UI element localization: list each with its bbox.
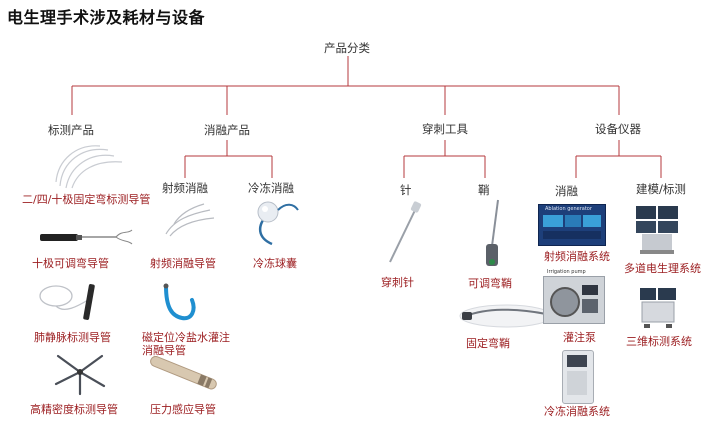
multichannel-ep-image bbox=[636, 206, 678, 254]
item-steerable-sheath: 可调弯鞘 bbox=[468, 277, 512, 290]
irrigation-pump-image: Irrigation pump bbox=[543, 269, 605, 324]
subcategory-sheath: 鞘 bbox=[478, 183, 490, 197]
subcategory-needle: 针 bbox=[400, 183, 412, 197]
pressure-catheter-image bbox=[150, 356, 217, 390]
puncture-needle-image bbox=[389, 201, 422, 263]
item-magnetic-irrigated-catheter-line2: 消融导管 bbox=[142, 344, 186, 357]
item-cryo-ablation-system: 冷冻消融系统 bbox=[544, 405, 610, 418]
subcategory-ablation-equipment: 消融 bbox=[555, 184, 578, 198]
category-ablation: 消融产品 bbox=[204, 123, 250, 137]
magnetic-irrigated-catheter-image bbox=[163, 283, 196, 321]
rf-generator-caption: Ablation generator bbox=[545, 206, 592, 212]
3d-mapping-image bbox=[640, 288, 676, 328]
item-pressure-catheter: 压力感应导管 bbox=[150, 403, 216, 416]
fixed-curve-catheter-image bbox=[55, 145, 123, 189]
subcategory-modeling: 建模/标测 bbox=[636, 182, 686, 196]
subcategory-rf-ablation: 射频消融 bbox=[162, 181, 208, 195]
rf-catheter-image bbox=[165, 203, 215, 237]
fixed-sheath-image bbox=[459, 304, 553, 328]
subcategory-cryo-ablation: 冷冻消融 bbox=[248, 181, 294, 195]
item-pv-mapping-catheter: 肺静脉标测导管 bbox=[34, 331, 111, 344]
hd-mapping-catheter-image bbox=[54, 354, 106, 396]
item-hd-mapping-catheter: 高精密度标测导管 bbox=[30, 403, 118, 416]
item-puncture-needle: 穿刺针 bbox=[381, 276, 414, 289]
cryo-balloon-image bbox=[257, 201, 299, 246]
irrigation-pump-caption: Irrigation pump bbox=[547, 269, 586, 275]
steerable-catheter-image bbox=[40, 229, 133, 245]
steerable-sheath-image bbox=[486, 199, 499, 266]
cryo-system-image bbox=[562, 350, 594, 404]
rf-generator-image: Ablation generator bbox=[538, 204, 606, 246]
diagram-title: 电生理手术涉及耗材与设备 bbox=[7, 8, 206, 27]
pv-mapping-catheter-image bbox=[39, 284, 95, 320]
item-fixed-sheath: 固定弯鞘 bbox=[466, 337, 510, 350]
item-deca-steerable-catheter: 十极可调弯导管 bbox=[32, 257, 109, 270]
item-irrigation-pump: 灌注泵 bbox=[563, 331, 596, 344]
category-puncture: 穿刺工具 bbox=[422, 122, 468, 136]
root-label: 产品分类 bbox=[324, 41, 370, 55]
category-equipment: 设备仪器 bbox=[595, 122, 641, 136]
category-mapping: 标测产品 bbox=[48, 123, 94, 137]
item-cryo-balloon: 冷冻球囊 bbox=[253, 257, 297, 270]
item-rf-ablation-catheter: 射频消融导管 bbox=[150, 257, 216, 270]
item-3d-mapping-system: 三维标测系统 bbox=[626, 335, 692, 348]
item-rf-ablation-system: 射频消融系统 bbox=[544, 250, 610, 263]
item-multichannel-ep-system: 多道电生理系统 bbox=[624, 262, 701, 275]
item-fixed-curve-catheter: 二/四/十极固定弯标测导管 bbox=[22, 193, 151, 206]
item-magnetic-irrigated-catheter-line1: 磁定位冷盐水灌注 bbox=[142, 331, 230, 344]
